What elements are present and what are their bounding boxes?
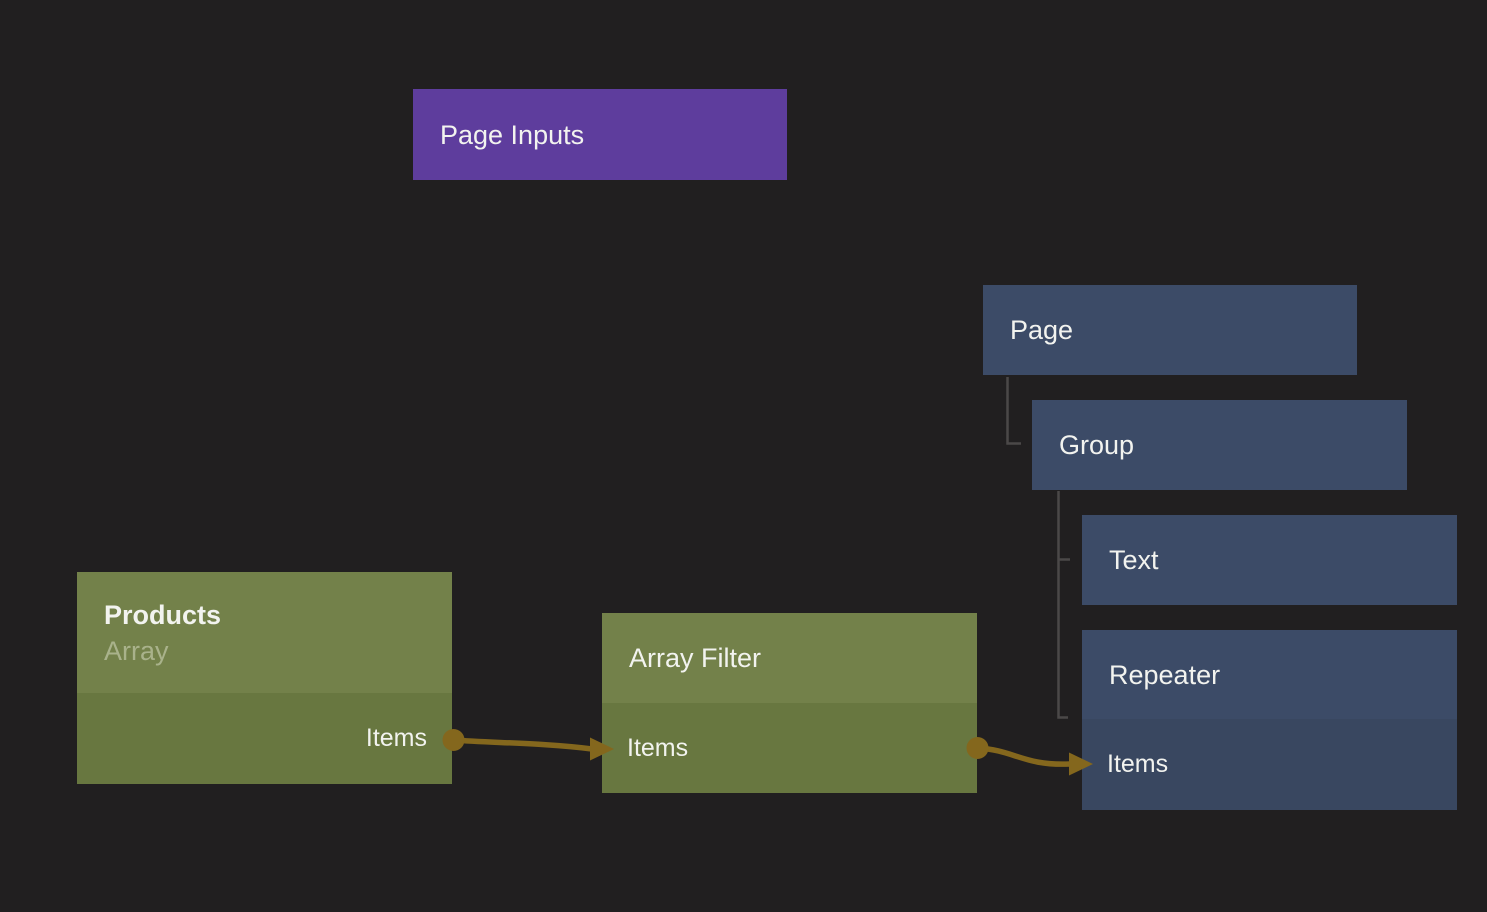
array-filter-title: Array Filter: [629, 643, 762, 673]
node-array-filter[interactable]: Array Filter Items: [602, 613, 977, 793]
group-title: Group: [1059, 430, 1135, 460]
page-title: Page: [1010, 315, 1074, 345]
node-group[interactable]: Group: [1032, 400, 1407, 490]
repeater-items-label: Items: [1107, 750, 1169, 778]
products-title: Products: [104, 599, 222, 630]
tree-connector-group-repeater: [1057, 491, 1068, 719]
node-page[interactable]: Page: [983, 285, 1357, 375]
node-repeater[interactable]: Repeater Items: [1082, 630, 1457, 810]
page-header: Page: [983, 285, 1357, 375]
text-header: Text: [1082, 515, 1457, 605]
array-filter-items-label: Items: [627, 733, 689, 762]
node-page-inputs[interactable]: Page Inputs: [413, 89, 787, 180]
connection-products-to-arrayfilter[interactable]: [452, 737, 593, 752]
products-items-label: Items: [365, 724, 427, 752]
repeater-items-port[interactable]: Items: [1082, 719, 1457, 810]
repeater-header: Repeater: [1082, 630, 1457, 719]
connection-arrayfilter-to-repeater[interactable]: [976, 745, 1071, 767]
products-subtitle: Array: [104, 635, 169, 666]
products-items-port[interactable]: Items: [77, 693, 452, 784]
node-text[interactable]: Text: [1082, 515, 1457, 605]
node-products[interactable]: Products Array Items: [77, 572, 452, 784]
group-header: Group: [1032, 400, 1407, 490]
tree-connector-page-group: [1006, 377, 1021, 445]
products-header: Products Array: [77, 572, 452, 693]
array-filter-header: Array Filter: [602, 613, 977, 703]
array-filter-items-port[interactable]: Items: [602, 703, 977, 793]
page-inputs-title: Page Inputs: [440, 119, 585, 150]
text-title: Text: [1109, 545, 1159, 575]
page-inputs-header: Page Inputs: [413, 89, 787, 180]
repeater-title: Repeater: [1109, 659, 1221, 690]
